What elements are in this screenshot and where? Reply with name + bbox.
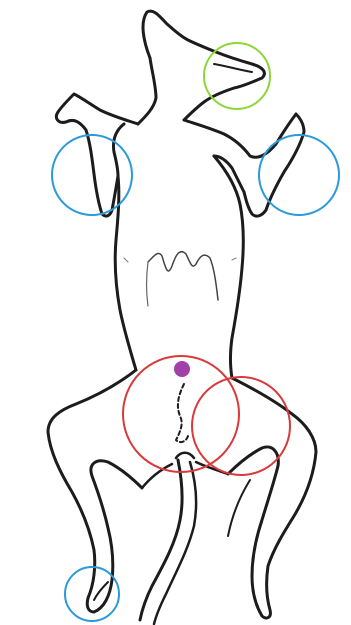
neck-left-outline xyxy=(138,58,156,124)
mouse-outline xyxy=(48,11,316,624)
rib-tick-left xyxy=(124,258,128,262)
snout-line xyxy=(214,64,252,72)
rib-line-left xyxy=(147,262,149,306)
mouth-marker-circle xyxy=(204,43,270,109)
marker-dot xyxy=(174,361,190,377)
head-outline xyxy=(143,11,264,120)
right-forelimb-outline xyxy=(184,114,304,216)
tail-base-curve xyxy=(176,453,194,458)
torso-right-outline xyxy=(214,156,243,378)
right-leg-line xyxy=(228,480,250,536)
rib-line xyxy=(148,252,218,300)
left-hindlimb-outline xyxy=(48,370,142,612)
midline-dashed xyxy=(176,384,188,442)
tail-outline-inner xyxy=(154,462,196,624)
rib-tick-right xyxy=(232,258,236,260)
left-foot-detail xyxy=(94,582,108,600)
left-forelimb-marker-circle xyxy=(52,135,132,215)
marker-circles xyxy=(52,43,339,621)
